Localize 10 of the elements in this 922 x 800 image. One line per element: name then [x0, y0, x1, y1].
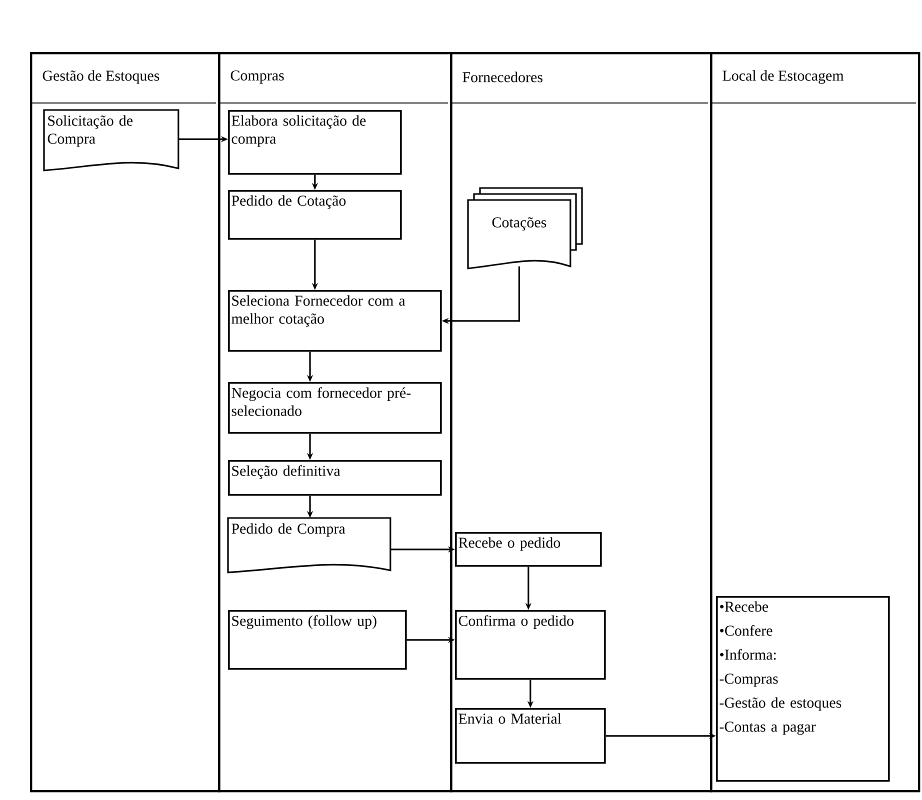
process-box: Recebe o pedido [455, 532, 602, 567]
process-box: Pedido de Cotação [228, 190, 402, 240]
process-box: Seguimento (follow up) [228, 610, 407, 670]
process-box: Confirma o pedido [455, 610, 606, 680]
process-box: Negocia com fornecedor pré-selecionado [228, 382, 442, 434]
process-box: Elabora solicitação de compra [228, 110, 402, 175]
process-box: •Recebe •Confere •Informa: -Compras -Gestão de estoques -Contas a pagar [716, 596, 890, 782]
process-box: Seleciona Fornecedor com a melhor cotação [228, 290, 442, 352]
process-box: Envia o Material [455, 708, 606, 764]
process-box: Seleção definitiva [228, 460, 442, 496]
